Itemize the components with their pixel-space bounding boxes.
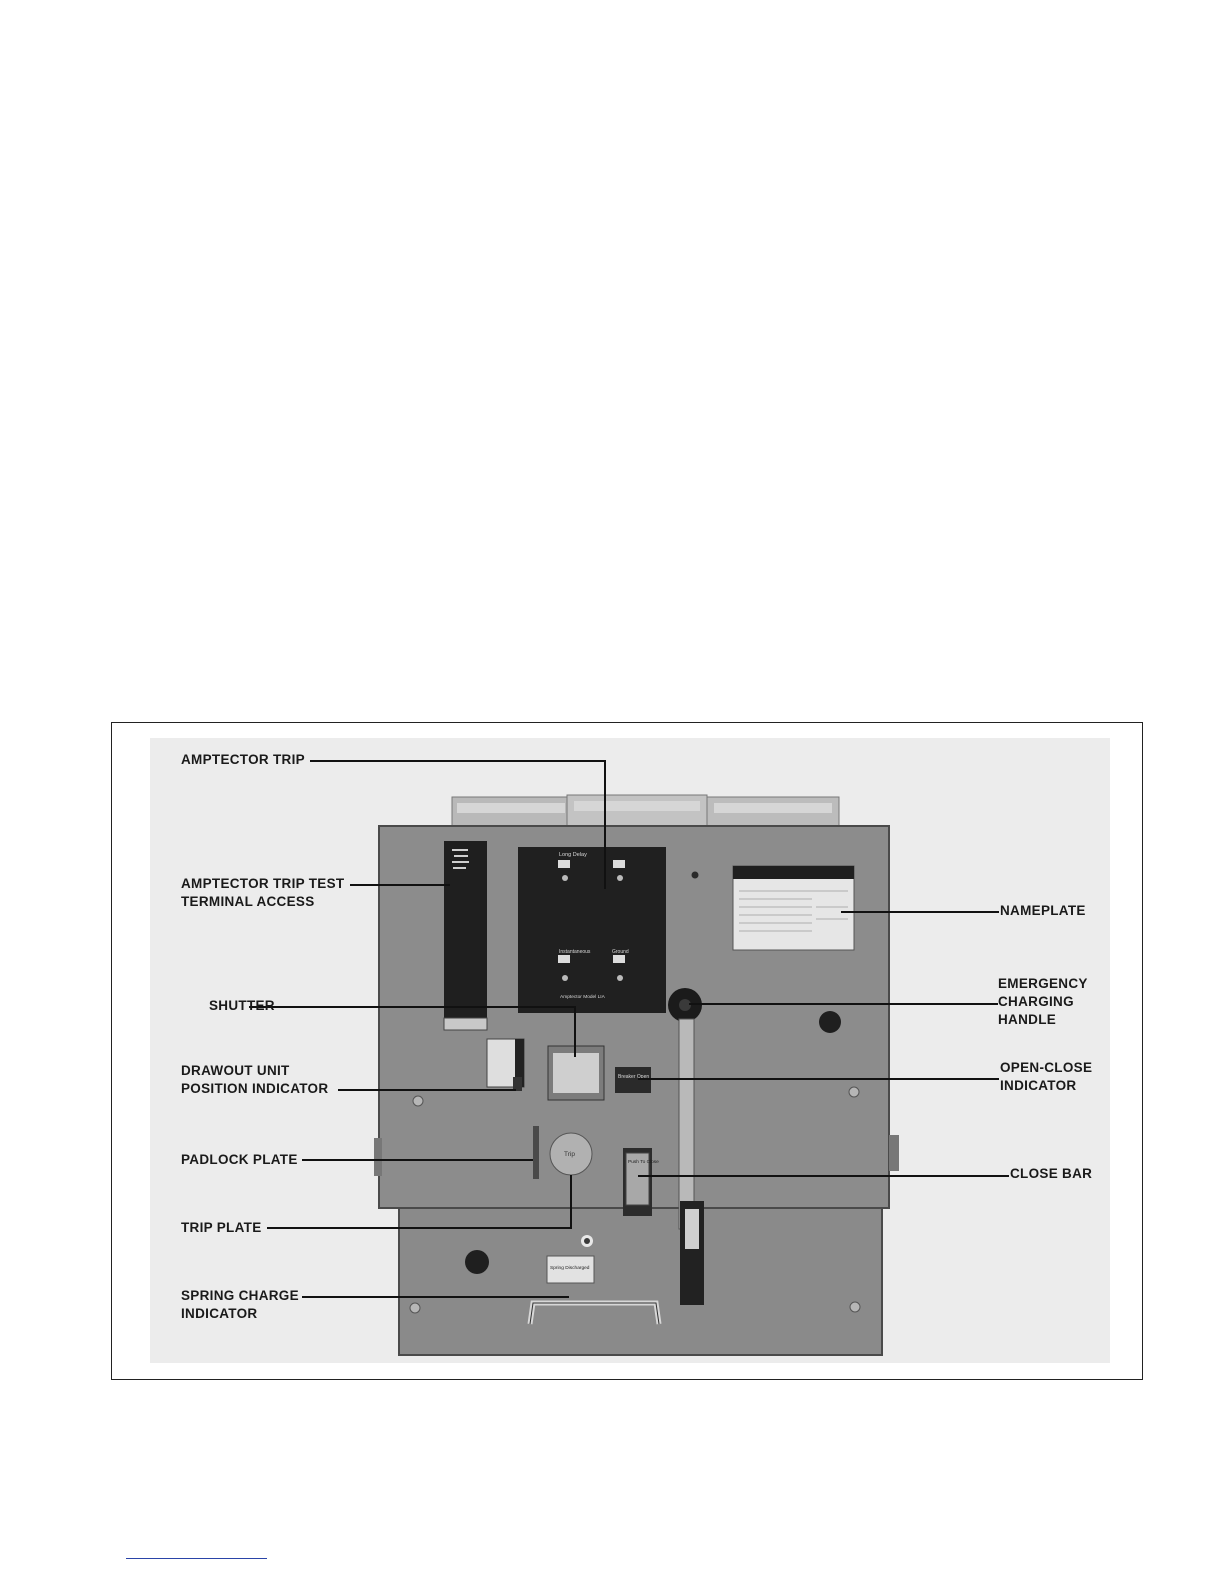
callout-line: INDICATOR [181,1306,258,1321]
callout-line: INDICATOR [1000,1078,1077,1093]
padlock-plate [533,1126,539,1179]
long-delay-label: Long Delay [559,852,587,858]
callout-trip-plate: TRIP PLATE [181,1220,262,1235]
leader-lines [249,760,1009,1298]
ground-label: Ground [612,949,629,955]
callout-close-bar: CLOSE BAR [1010,1166,1093,1181]
callout-emergency-charging: EMERGENCY CHARGING HANDLE [998,975,1088,1029]
callout-line: AMPTECTOR TRIP TEST [181,876,345,891]
leader-shutter [249,1006,576,1057]
spring-discharged-label: Spring Discharged [550,1265,590,1271]
leader-amptector-trip [310,760,606,889]
callout-line: DRAWOUT UNIT [181,1063,290,1078]
spring-charge-indicator [546,1255,595,1284]
close-bar [625,1152,650,1206]
trip-test-terminal-strip [444,841,487,1027]
callout-line: TERMINAL ACCESS [181,894,315,909]
callout-line: POSITION INDICATOR [181,1081,329,1096]
push-to-close-label: Push To Close [628,1159,659,1165]
callout-padlock-plate: PADLOCK PLATE [181,1152,298,1167]
figure-frame: Long Delay Instantaneous Ground Amptecto… [111,722,1143,1380]
arc-chute-middle [566,794,708,830]
instantaneous-label: Instantaneous [559,949,591,955]
amptector-model-label: Amptector Model LIA [560,994,606,1000]
amptector-block [518,847,666,1013]
charging-handle-bar [678,1018,695,1230]
callout-nameplate: NAMEPLATE [1000,903,1086,918]
callout-amptector-trip-test: AMPTECTOR TRIP TEST TERMINAL ACCESS [181,875,344,911]
callout-open-close: OPEN-CLOSE INDICATOR [1000,1059,1092,1095]
callout-line: HANDLE [998,1012,1057,1027]
leader-trip-plate [267,1175,572,1229]
breaker-open-label: Breaker Open [618,1074,649,1080]
callout-shutter: SHUTTER [209,998,275,1013]
callout-line: SPRING CHARGE [181,1288,299,1303]
callout-spring-charge: SPRING CHARGE INDICATOR [181,1287,299,1323]
callout-drawout: DRAWOUT UNIT POSITION INDICATOR [181,1062,328,1098]
trip-button-label: Trip [564,1151,575,1158]
lower-panel [398,1207,883,1356]
callout-line: EMERGENCY [998,976,1088,991]
callout-amptector-trip: AMPTECTOR TRIP [181,752,305,767]
callout-line: OPEN-CLOSE [1000,1060,1093,1075]
breaker-photo: Long Delay Instantaneous Ground Amptecto… [150,738,1110,1363]
callout-line: CHARGING [998,994,1074,1009]
footnote-rule [126,1558,267,1559]
